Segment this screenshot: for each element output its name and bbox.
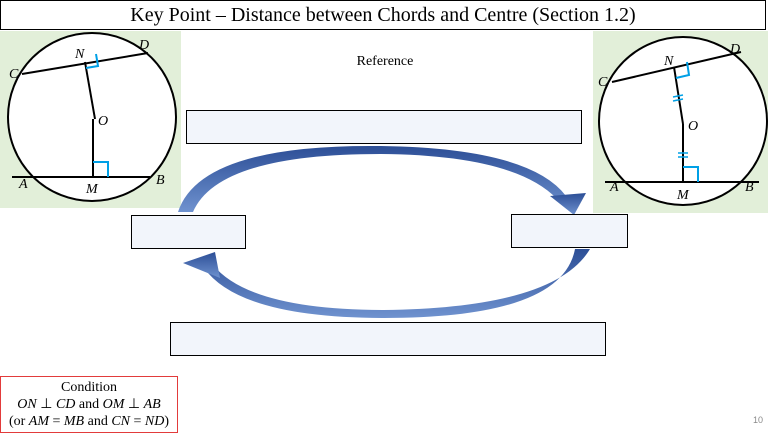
answer-box-left[interactable]	[131, 215, 246, 249]
left-circle	[7, 32, 177, 202]
right-circle-diagram: C D N O A B M	[598, 36, 768, 206]
right-chord-cd	[611, 51, 742, 83]
condition-box: Condition ON ⊥ CD and OM ⊥ AB (or AM = M…	[0, 376, 178, 433]
left-right-angle-m	[93, 161, 109, 177]
condition-line-1: ON ⊥ CD and OM ⊥ AB	[1, 396, 177, 413]
cond-eq-2: =	[130, 414, 145, 429]
right-label-o: O	[688, 119, 698, 134]
left-label-a: A	[18, 177, 28, 192]
answer-box-top[interactable]	[186, 110, 582, 144]
left-label-c: C	[9, 67, 19, 82]
bottom-arrow-body	[204, 249, 590, 318]
left-figure-panel: C D N O A B M	[0, 31, 181, 208]
left-label-b: B	[156, 173, 165, 188]
right-label-c: C	[598, 75, 608, 90]
page-number: 10	[752, 415, 763, 425]
cond-open: (or	[8, 414, 29, 429]
cond-and-1: and	[75, 397, 103, 412]
cond-close: )	[164, 414, 170, 429]
cond-am: AM	[28, 414, 49, 429]
reference-label: Reference	[356, 54, 414, 69]
right-label-d: D	[729, 42, 740, 57]
left-circle-diagram: C D N O A B M	[7, 32, 177, 202]
left-right-angle-n	[85, 53, 100, 69]
left-segment-on	[84, 61, 96, 120]
slide-title: Key Point – Distance between Chords and …	[0, 0, 766, 30]
right-label-b: B	[745, 180, 754, 195]
answer-box-bottom[interactable]	[170, 322, 606, 356]
cond-eq-1: =	[48, 414, 64, 429]
right-equal-tick-om	[678, 152, 688, 158]
right-right-angle-m	[683, 166, 699, 182]
cond-ab: AB	[143, 397, 161, 412]
right-right-angle-n	[675, 61, 691, 79]
cond-nd: ND	[144, 414, 165, 429]
condition-heading: Condition	[60, 380, 117, 395]
right-equal-tick-on	[672, 94, 684, 102]
cond-cn: CN	[111, 414, 131, 429]
cond-perp-2: ⊥	[124, 397, 144, 412]
cond-om: OM	[102, 397, 125, 412]
cond-mb: MB	[63, 414, 85, 429]
cond-and-2: and	[84, 414, 112, 429]
top-arrow-body	[178, 145, 566, 212]
left-label-d: D	[138, 38, 149, 53]
left-label-n: N	[74, 47, 85, 62]
left-label-o: O	[98, 114, 108, 129]
left-label-m: M	[85, 182, 99, 197]
cond-on: ON	[17, 397, 37, 412]
right-label-a: A	[609, 180, 619, 195]
condition-line-2: (or AM = MB and CN = ND)	[1, 413, 177, 430]
top-arrow-head	[550, 193, 586, 215]
right-figure-panel: C D N O A B M	[593, 31, 768, 213]
answer-box-right[interactable]	[511, 214, 628, 248]
right-label-n: N	[663, 54, 674, 69]
right-label-m: M	[676, 188, 690, 203]
bottom-arrow-head	[183, 252, 220, 278]
cond-perp-1: ⊥	[36, 397, 56, 412]
cond-cd: CD	[55, 397, 76, 412]
